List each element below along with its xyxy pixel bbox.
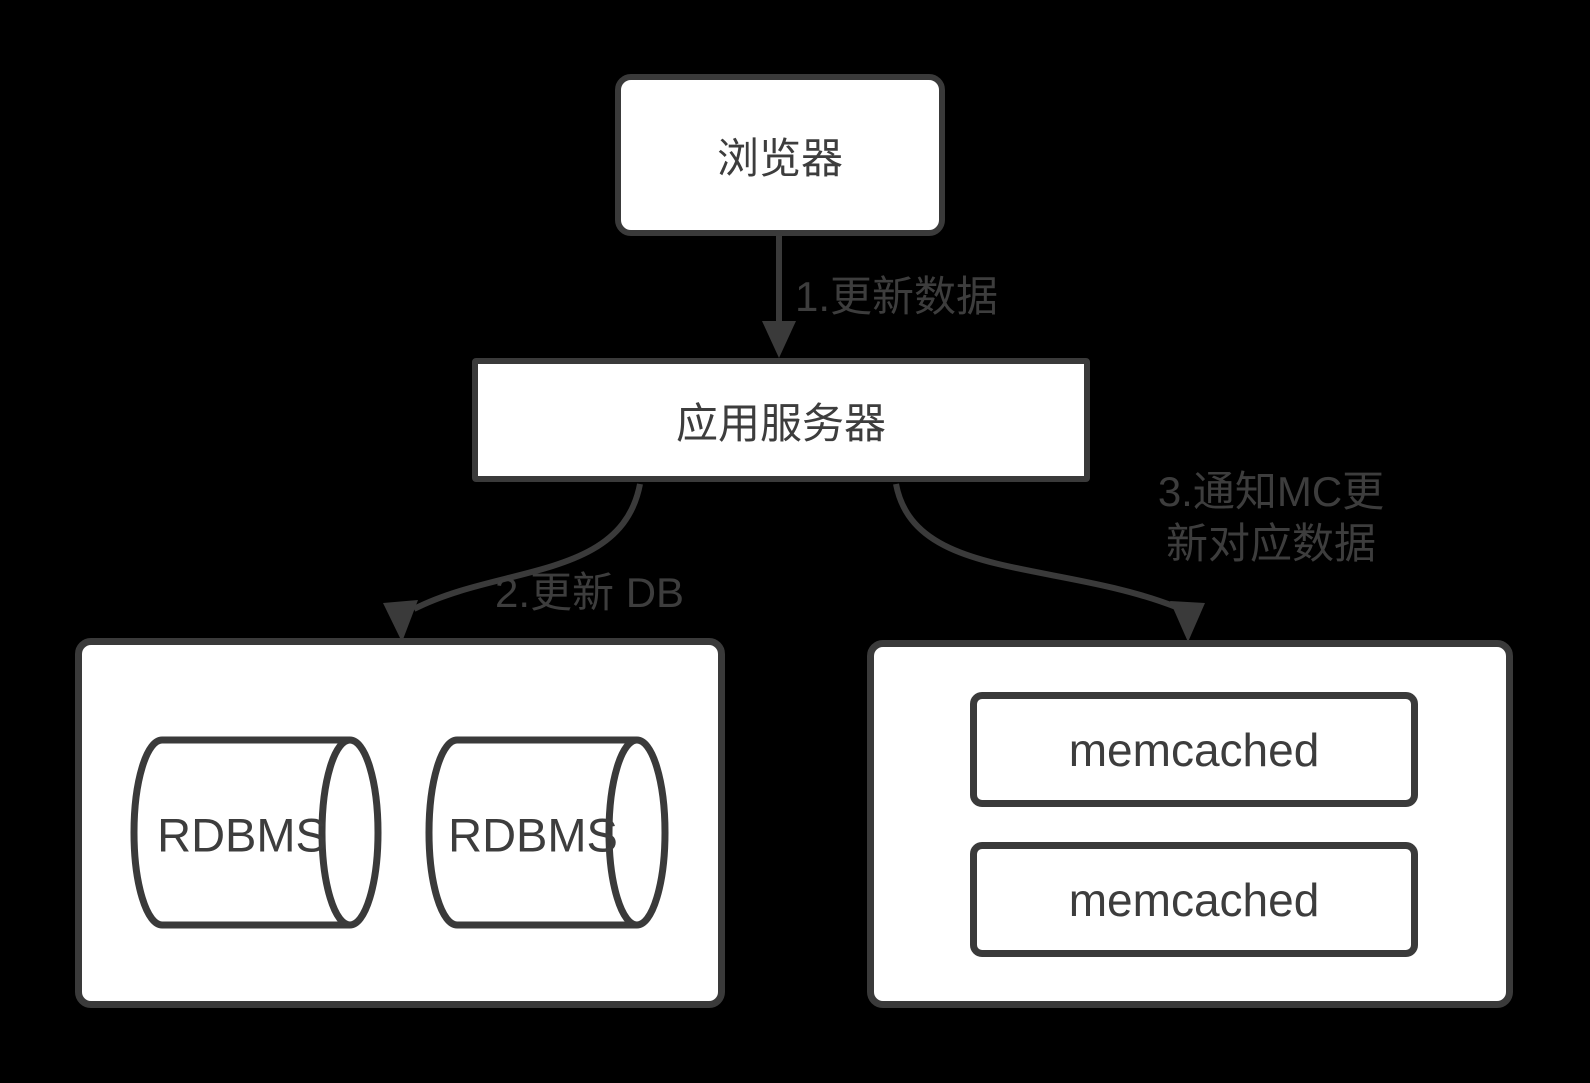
edge-label-notify-mc-line2: 新对应数据	[1165, 520, 1376, 567]
rdbms-cylinder-2: RDBMS	[425, 736, 669, 929]
browser-node: 浏览器	[615, 74, 945, 236]
arrow-app-to-db-head	[383, 600, 418, 642]
arrow-browser-to-app-head	[762, 321, 796, 358]
arrow-app-to-mc-head	[1170, 601, 1205, 642]
memcached-node-1: memcached	[970, 692, 1418, 807]
edge-label-notify-mc-line1: 3.通知MC更	[1157, 468, 1385, 515]
rdbms-cylinder-2-cap	[605, 736, 669, 929]
memcached-node-2-label: memcached	[1068, 873, 1320, 926]
arrow-browser-to-app	[762, 236, 796, 358]
memcached-node-2: memcached	[970, 842, 1418, 957]
rdbms-group-box: RDBMS RDBMS	[75, 638, 725, 1008]
rdbms-cylinder-2-label: RDBMS	[448, 809, 618, 862]
app-server-node: 应用服务器	[472, 358, 1090, 482]
rdbms-cylinder-1-label: RDBMS	[157, 809, 327, 862]
rdbms-cylinder-1: RDBMS	[130, 736, 382, 929]
rdbms-cylinder-1-body	[130, 736, 350, 929]
rdbms-cylinder-1-cap	[318, 736, 382, 929]
memcached-group-box: memcached memcached	[867, 640, 1513, 1008]
rdbms-cylinder-2-body	[425, 736, 637, 929]
app-server-node-label: 应用服务器	[675, 399, 886, 447]
edge-label-update-db: 2.更新 DB	[495, 569, 685, 616]
browser-node-label: 浏览器	[716, 134, 843, 182]
rdbms-cylinders: RDBMS RDBMS	[130, 736, 669, 929]
edge-label-update-data: 1.更新数据	[795, 273, 999, 320]
edge-label-notify-mc: 3.通知MC更 新对应数据	[1126, 466, 1416, 570]
memcached-node-1-label: memcached	[1068, 723, 1320, 776]
